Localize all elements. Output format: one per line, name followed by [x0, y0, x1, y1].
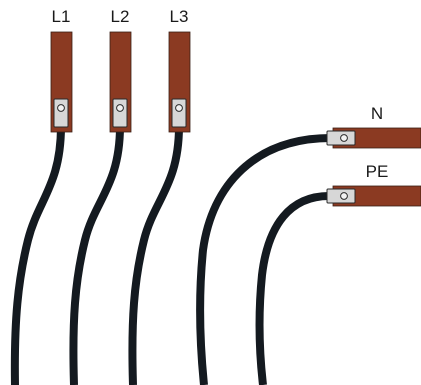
cable-l1	[10, 125, 65, 385]
cable-l3	[128, 125, 183, 385]
side-lugs	[326, 130, 356, 204]
cable-pe	[255, 192, 330, 385]
neutral-and-earth-cables	[196, 134, 332, 385]
label-pe: PE	[366, 162, 389, 181]
lug-l1	[53, 98, 69, 128]
bolt-icon	[340, 134, 348, 142]
bolt-icon	[116, 104, 124, 112]
lug-pe	[326, 188, 356, 204]
label-l1: L1	[52, 7, 71, 26]
bolt-icon	[340, 192, 348, 200]
phase-lugs	[53, 98, 187, 128]
terminal-labels: L1 L2 L3 N PE	[52, 7, 389, 181]
label-l3: L3	[170, 7, 189, 26]
label-n: N	[371, 104, 383, 123]
lug-l2	[112, 98, 128, 128]
lug-n	[326, 130, 356, 146]
bolt-icon	[57, 104, 65, 112]
cable-l2	[69, 125, 124, 385]
cable-n	[196, 134, 332, 385]
lug-l3	[171, 98, 187, 128]
phase-cables	[10, 125, 183, 385]
label-l2: L2	[111, 7, 130, 26]
bolt-icon	[175, 104, 183, 112]
